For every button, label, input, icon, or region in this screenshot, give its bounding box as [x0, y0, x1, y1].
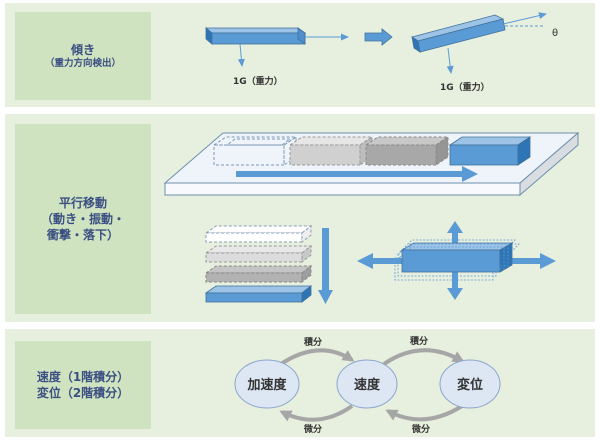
transition-arrow: [364, 28, 393, 46]
node-acceleration-label: 加速度: [246, 377, 287, 393]
integration-line1: 速度（1階積分）: [36, 369, 130, 384]
fall-arrow-down: [318, 228, 333, 304]
block-ghost-dark: [364, 136, 450, 166]
motion-arrow-right: [236, 166, 478, 182]
integration-label-box: 速度（1階積分） 変位（2階積分）: [15, 341, 151, 429]
integral-label-2: 積分: [409, 335, 428, 347]
translation-label-box: 平行移動 （動き・振動・ 衝撃・落下）: [15, 124, 151, 314]
translation-line2: （動き・振動・: [40, 211, 125, 226]
falling-stack: [204, 224, 313, 303]
integral-arc-1: [276, 348, 355, 368]
tilted-sensor-block: [411, 14, 506, 53]
node-acceleration: 加速度: [234, 359, 300, 409]
vibrating-block: [394, 239, 520, 281]
theta-label: θ: [552, 28, 558, 39]
integral-label-1: 積分: [303, 336, 322, 348]
tilted-gravity-arrow: [446, 47, 454, 74]
block-ghost-outline: [212, 136, 298, 166]
derivative-arc-1: [279, 404, 354, 422]
node-displacement: 変位: [439, 359, 501, 409]
tilt-title: 傾き: [70, 42, 95, 57]
block-current: [448, 136, 532, 166]
integration-line2: 変位（2階積分）: [36, 386, 130, 400]
derivative-label-2: 微分: [411, 423, 430, 435]
block-ghost-light: [288, 136, 374, 166]
gravity-label-right: 1G（重力）: [440, 81, 490, 93]
flat-gravity-arrow: [237, 43, 245, 67]
translation-line1: 平行移動: [58, 195, 107, 210]
tilt-subtitle: （重力方向検出）: [44, 57, 121, 69]
gravity-label-left: 1G（重力）: [233, 75, 283, 87]
integral-arc-2: [382, 348, 465, 366]
derivative-arc-2: [385, 404, 464, 422]
translation-line3: 衝撃・落下）: [46, 228, 119, 243]
node-velocity-label: 速度: [354, 377, 381, 393]
tilt-label-box: 傾き （重力方向検出）: [15, 12, 151, 100]
node-displacement-label: 変位: [457, 377, 483, 393]
flat-sensor-block: [204, 27, 307, 45]
derivative-label-1: 微分: [303, 423, 322, 435]
node-velocity: 速度: [336, 359, 398, 409]
tilted-x-axis-arrow: [502, 12, 547, 25]
